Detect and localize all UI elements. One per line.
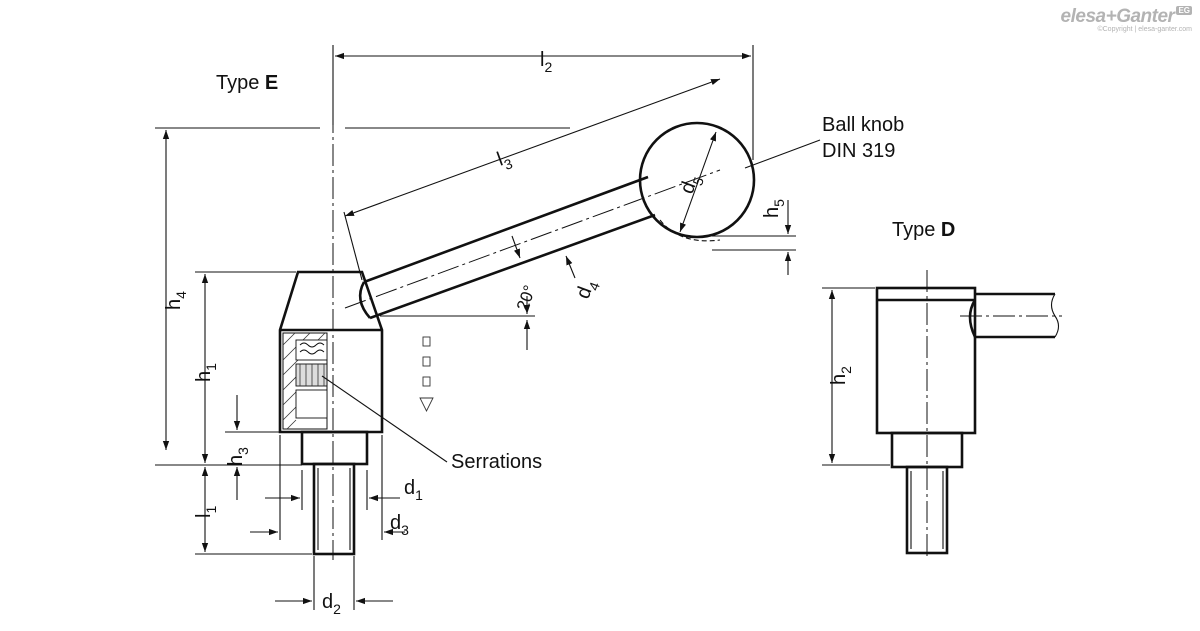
h2-label: h2: [828, 366, 854, 385]
d4-arrow-bottom: [565, 255, 576, 279]
type-e-label: Type E: [216, 72, 278, 94]
threaded-stud: [312, 462, 356, 556]
ball-knob-label: Ball knob: [822, 114, 904, 136]
brand-badge: EG: [1176, 6, 1192, 15]
d5-dim-line: [679, 131, 717, 233]
ball-knob-hidden-edge: [659, 219, 721, 242]
type-e-view: [155, 45, 821, 610]
d4-label: d4: [572, 276, 603, 303]
h4-label: h4: [163, 291, 189, 310]
l3-dim-line: [344, 78, 721, 217]
h1-label: h1: [193, 363, 219, 382]
ball-knob-leader: [744, 139, 821, 169]
ball-knob-standard-label: DIN 319: [822, 140, 895, 162]
type-d-view: [822, 270, 1062, 560]
h3-label: h3: [225, 447, 251, 466]
d3-label: d3: [390, 512, 409, 538]
d2-label: d2: [322, 591, 341, 617]
d4-arrow-top: [511, 235, 521, 259]
type-d-body: [875, 286, 977, 435]
serrations-label: Serrations: [451, 451, 542, 473]
l3-ext-left: [343, 211, 363, 281]
l3-label: l3: [494, 146, 515, 175]
l2-label: l2: [540, 49, 552, 75]
serrations-leader: [321, 375, 448, 463]
type-d-stud: [905, 465, 949, 555]
l1-label: l1: [193, 506, 219, 518]
type-d-label: Type D: [892, 219, 955, 241]
d1-label: d1: [404, 477, 423, 503]
hub-neck: [300, 430, 369, 466]
type-d-arm-joint: [968, 299, 977, 338]
d5-label: d5: [676, 171, 707, 198]
hub-section-hatching: [282, 332, 328, 430]
brand-name: elesa+Ganter: [1060, 6, 1175, 27]
brand-copyright: ©Copyright | elesa-ganter.com: [1097, 26, 1192, 33]
rotation-indicator-icon: [419, 336, 434, 413]
angle-label: 20°: [513, 283, 540, 314]
h5-label: h5: [761, 199, 787, 218]
